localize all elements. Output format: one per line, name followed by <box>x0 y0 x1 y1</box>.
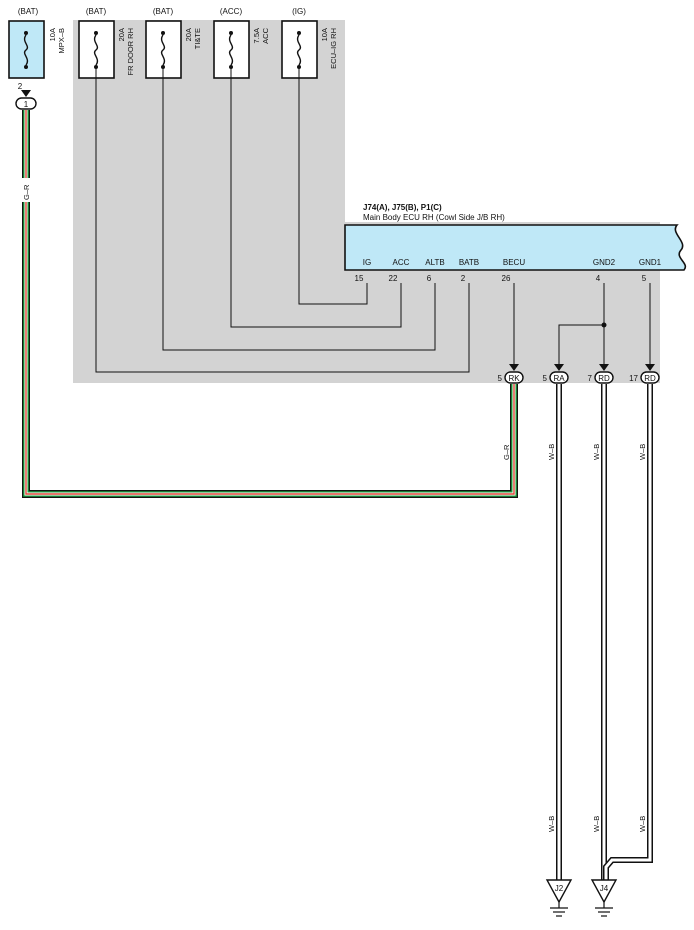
fuse-2-source: (BAT) <box>86 7 107 16</box>
pin-becu: 26 <box>502 274 511 283</box>
connector-1[interactable]: 1 <box>15 97 37 110</box>
fuse-3-name: TI&TE <box>193 28 202 49</box>
junction-block-panel <box>73 20 660 383</box>
fuse-ti-te[interactable] <box>145 20 182 79</box>
connector-rd-7[interactable]: RD <box>594 371 614 384</box>
fuse-5-source: (IG) <box>292 7 306 16</box>
terminal-becu: BECU <box>503 258 525 267</box>
fuse-ecu-ig-rh[interactable] <box>281 20 318 79</box>
wire-label-ground1-lower: W–B <box>547 816 556 832</box>
ground-point-j2[interactable]: J2 <box>545 879 573 917</box>
wire-label-ground2-lower: W–B <box>592 816 601 832</box>
svg-text:J4: J4 <box>600 884 609 893</box>
wire-label-ground3-lower: W–B <box>638 816 647 832</box>
fuse-mpx-b[interactable] <box>8 20 45 79</box>
fuse-1-source: (BAT) <box>18 7 39 16</box>
connector-rk[interactable]: RK <box>504 371 524 384</box>
wire-label-mpx: G–R <box>22 184 31 200</box>
pin-ig: 15 <box>355 274 364 283</box>
wire-label-ground3-upper: W–B <box>638 444 647 460</box>
connector-rd-7-pin: 7 <box>588 374 593 383</box>
fuse-4-source: (ACC) <box>220 7 243 16</box>
connector-rk-pin: 5 <box>498 374 503 383</box>
fuse-5-amp: 10A <box>320 28 329 41</box>
wire-label-ground2-upper: W–B <box>592 444 601 460</box>
fuse-acc[interactable] <box>213 20 250 79</box>
wire-label-becu: G–R <box>502 444 511 460</box>
connector-ra-pin: 5 <box>543 374 548 383</box>
connector-ra[interactable]: RA <box>549 371 569 384</box>
ground-arrows <box>509 364 655 371</box>
ecu-name: Main Body ECU RH (Cowl Side J/B RH) <box>363 213 505 222</box>
terminal-gnd1: GND1 <box>639 258 662 267</box>
terminal-altb: ALTB <box>425 258 444 267</box>
svg-text:J2: J2 <box>555 884 564 893</box>
fuse-2-name: FR DOOR RH <box>126 28 135 76</box>
splice-point <box>601 322 607 328</box>
fuse-1-name: MPX–B <box>57 28 66 53</box>
w-b-wires[interactable] <box>556 384 653 880</box>
g-r-wire[interactable] <box>22 110 518 498</box>
ground-point-j4[interactable]: J4 <box>590 879 618 917</box>
svg-text:1: 1 <box>24 100 29 109</box>
fuse-2-amp: 20A <box>117 28 126 41</box>
ecu-body[interactable] <box>344 224 687 271</box>
fuse-4-name: ACC <box>261 27 270 43</box>
connector-rd-17-pin: 17 <box>629 374 638 383</box>
pin-gnd1: 5 <box>642 274 647 283</box>
ecu-connector-line: J74(A), J75(B), P1(C) <box>363 203 442 212</box>
fuse-5-name: ECU–IG RH <box>329 28 338 69</box>
pin-batb: 2 <box>461 274 466 283</box>
ecu-terminal-labels: IG ACC ALTB BATB BECU GND2 GND1 <box>363 258 662 267</box>
fuse-1-pin: 2 <box>18 82 23 91</box>
svg-text:RA: RA <box>553 374 565 383</box>
fuse-4-amp: 7.5A <box>252 28 261 43</box>
pin-gnd2: 4 <box>596 274 601 283</box>
terminal-gnd2: GND2 <box>593 258 616 267</box>
svg-text:RD: RD <box>598 374 610 383</box>
terminal-ig: IG <box>363 258 371 267</box>
wire-label-ground1-upper: W–B <box>547 444 556 460</box>
pin-acc: 22 <box>389 274 398 283</box>
svg-text:RK: RK <box>508 374 520 383</box>
svg-text:RD: RD <box>644 374 656 383</box>
internal-wires <box>95 69 651 373</box>
fuse-3-amp: 20A <box>184 28 193 41</box>
connector-rd-17[interactable]: RD <box>640 371 660 384</box>
fuse-1-amp: 10A <box>48 28 57 41</box>
terminal-batb: BATB <box>459 258 479 267</box>
terminal-acc: ACC <box>393 258 410 267</box>
fuse-3-source: (BAT) <box>153 7 174 16</box>
ecu-pin-numbers: 15 22 6 2 26 4 5 <box>355 274 647 283</box>
connector-1-arrow <box>21 90 31 97</box>
pin-altb: 6 <box>427 274 432 283</box>
